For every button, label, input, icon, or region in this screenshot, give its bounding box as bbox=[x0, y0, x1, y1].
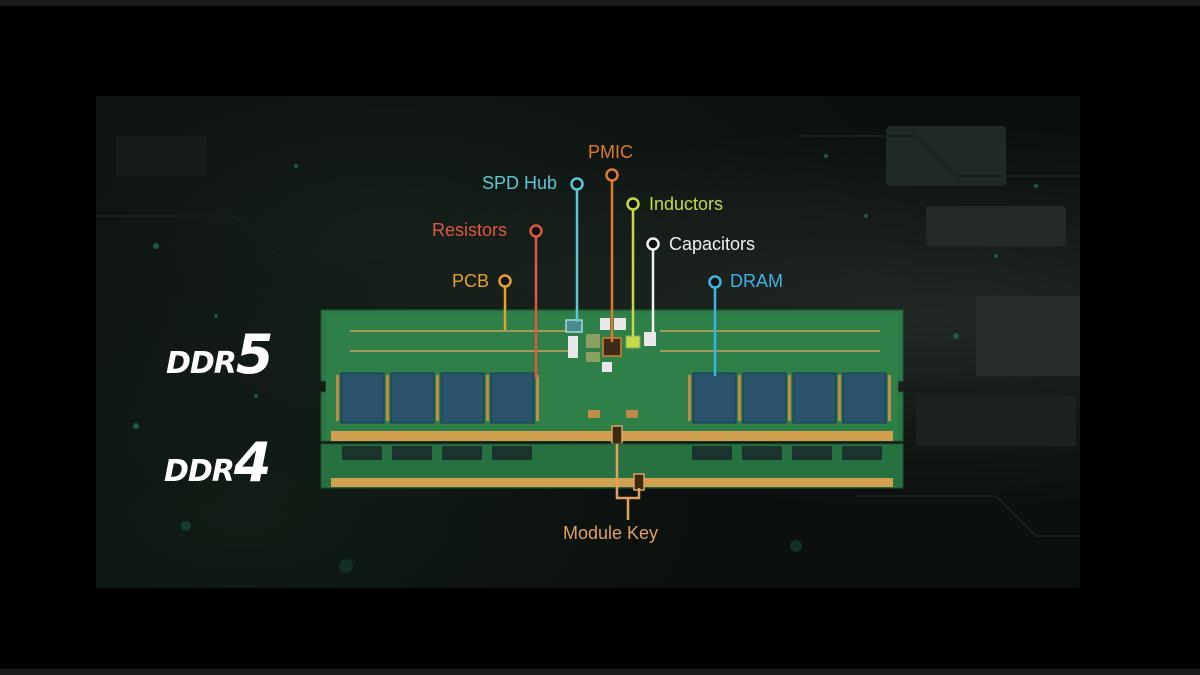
module-key-label: Module Key bbox=[563, 523, 659, 543]
ddr4-title: DDR4 bbox=[164, 436, 271, 490]
dram-label: DRAM bbox=[730, 271, 783, 291]
resistors-label: Resistors bbox=[432, 220, 508, 240]
ddr5-power-section bbox=[565, 318, 656, 418]
capacitors-label: Capacitors bbox=[669, 234, 756, 254]
spd-hub-label: SPD Hub bbox=[482, 173, 558, 193]
callout-lines bbox=[498, 168, 722, 520]
ddr4-prefix: DDR bbox=[164, 454, 235, 489]
ddr5-smd-row bbox=[350, 330, 880, 352]
ddr4-module bbox=[320, 443, 904, 491]
pcb-label: PCB bbox=[452, 271, 490, 291]
ddr5-resistor-strips bbox=[336, 375, 891, 421]
pmic-label: PMIC bbox=[588, 142, 633, 162]
ddr4-number: 4 bbox=[233, 431, 272, 494]
ddr5-dram-chips bbox=[340, 372, 887, 424]
ddr5-title: DDR5 bbox=[166, 328, 273, 382]
ddr5-number: 5 bbox=[235, 323, 274, 386]
ddr5-prefix: DDR bbox=[166, 346, 237, 381]
inductors-label: Inductors bbox=[649, 194, 724, 214]
circuit-background bbox=[96, 126, 1080, 573]
